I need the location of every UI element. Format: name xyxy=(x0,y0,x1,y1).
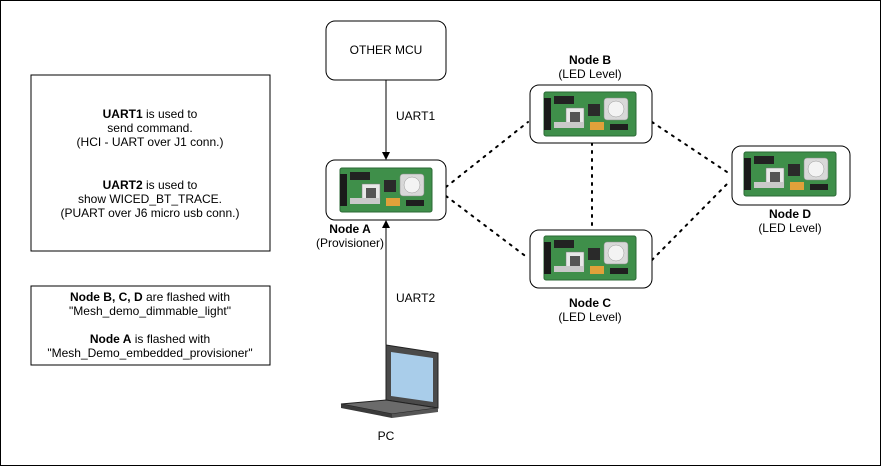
node-b-board-icon xyxy=(543,91,637,137)
pc-label: PC xyxy=(378,429,395,443)
mesh-links xyxy=(445,121,731,261)
pc: PC xyxy=(340,344,439,443)
node-b: Node B (LED Level) xyxy=(529,53,653,144)
node-a-name: Node A xyxy=(329,222,371,236)
node-d: Node D (LED Level) xyxy=(731,145,851,235)
uart2-info-line3: (PUART over J6 micro usb conn.) xyxy=(61,206,240,220)
uart1-label: UART1 xyxy=(396,109,435,123)
uart2-label: UART2 xyxy=(396,291,435,305)
uart-info-box: UART1 is used to send command. (HCI - UA… xyxy=(30,74,271,252)
flash-info-line4: "Mesh_Demo_embedded_provisioner" xyxy=(47,346,252,360)
node-a-board-icon xyxy=(339,167,433,213)
node-d-board-icon xyxy=(743,151,837,197)
node-b-name: Node B xyxy=(569,53,611,67)
flash-info-line2: "Mesh_demo_dimmable_light" xyxy=(69,304,231,318)
uart1-info-line3: (HCI - UART over J1 conn.) xyxy=(77,135,224,149)
uart1-connection: UART1 xyxy=(382,80,435,160)
other-mcu-label: OTHER MCU xyxy=(350,43,423,57)
node-c-name: Node C xyxy=(569,296,611,310)
node-b-role: (LED Level) xyxy=(558,67,621,81)
node-c: Node C (LED Level) xyxy=(529,229,653,324)
node-c-board-icon xyxy=(543,235,637,281)
other-mcu-box: OTHER MCU xyxy=(325,20,447,81)
link-c-d xyxy=(651,180,731,261)
uart1-info-line1: UART1 is used to xyxy=(103,107,198,121)
node-c-role: (LED Level) xyxy=(558,310,621,324)
uart2-info-line1: UART2 is used to xyxy=(103,178,198,192)
uart2-connection: UART2 xyxy=(382,220,435,345)
node-a: Node A (Provisioner) xyxy=(316,159,447,250)
node-a-role: (Provisioner) xyxy=(316,236,384,250)
flash-info-box: Node B, C, D are flashed with "Mesh_demo… xyxy=(30,285,271,366)
laptop-icon xyxy=(340,344,439,418)
link-b-d xyxy=(651,121,731,175)
flash-info-line3: Node A is flashed with xyxy=(90,332,210,346)
link-a-b xyxy=(445,121,529,188)
uart1-info-line2: send command. xyxy=(107,121,192,135)
node-d-name: Node D xyxy=(769,207,811,221)
uart2-info-line2: show WICED_BT_TRACE. xyxy=(78,192,222,206)
link-a-c xyxy=(445,195,529,259)
flash-info-line1: Node B, C, D are flashed with xyxy=(70,290,230,304)
node-d-role: (LED Level) xyxy=(758,221,821,235)
